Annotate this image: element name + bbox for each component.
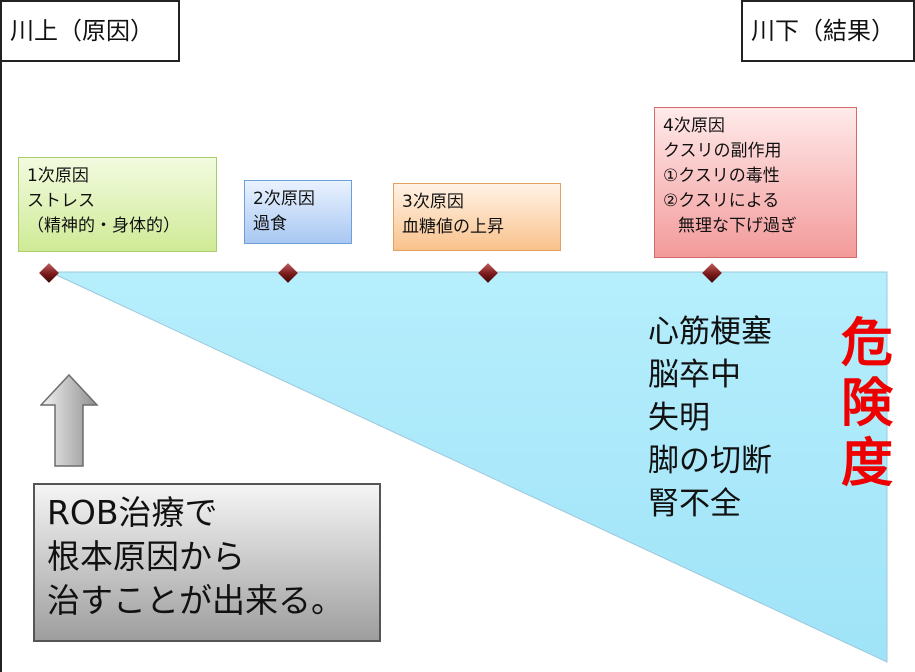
upstream-label: 川上（原因） [0, 0, 180, 62]
left-border-line [0, 62, 2, 672]
cause-4-line-2: ①クスリの毒性 [663, 166, 780, 186]
outcome-list: 心筋梗塞 脳卒中 失明 脚の切断 腎不全 [648, 311, 772, 526]
outcome-item: 脳卒中 [648, 357, 741, 393]
cause-4-title: 4次原因 [663, 116, 725, 136]
cause-2-title: 2次原因 [253, 189, 315, 209]
rob-message-line: ROB治療で [47, 493, 218, 532]
outcome-item: 腎不全 [648, 486, 741, 522]
outcome-item: 脚の切断 [648, 443, 772, 479]
downstream-label: 川下（結果） [741, 0, 915, 62]
cause-4-line-1: クスリの副作用 [663, 141, 782, 161]
cause-1-title: 1次原因 [27, 166, 89, 186]
danger-char: 危 [840, 314, 893, 374]
danger-char: 険 [840, 374, 893, 434]
cause-4-line-4: 無理な下げ過ぎ [678, 216, 797, 236]
danger-char: 度 [840, 434, 893, 494]
up-arrow-icon [40, 373, 99, 467]
cause-1-line-1: ストレス [27, 191, 95, 211]
outcome-item: 心筋梗塞 [648, 314, 772, 350]
cause-box-quaternary: 4次原因 クスリの副作用 ①クスリの毒性 ②クスリによる 無理な下げ過ぎ [654, 107, 857, 258]
cause-4-line-3: ②クスリによる [663, 191, 780, 211]
cause-3-title: 3次原因 [402, 192, 464, 212]
outcome-item: 失明 [648, 400, 710, 436]
cause-box-primary: 1次原因 ストレス （精神的・身体的） [18, 157, 217, 252]
cause-box-tertiary: 3次原因 血糖値の上昇 [393, 183, 561, 251]
cause-1-line-2: （精神的・身体的） [27, 216, 180, 236]
cause-2-line-1: 過食 [253, 214, 287, 234]
danger-label: 危 険 度 [836, 314, 898, 494]
cause-3-line-1: 血糖値の上昇 [402, 217, 504, 237]
rob-message-line: 根本原因から [47, 537, 245, 576]
rob-message-line: 治すことが出来る。 [47, 581, 344, 620]
cause-box-secondary: 2次原因 過食 [244, 180, 352, 244]
rob-treatment-message: ROB治療で 根本原因から 治すことが出来る。 [33, 483, 381, 642]
